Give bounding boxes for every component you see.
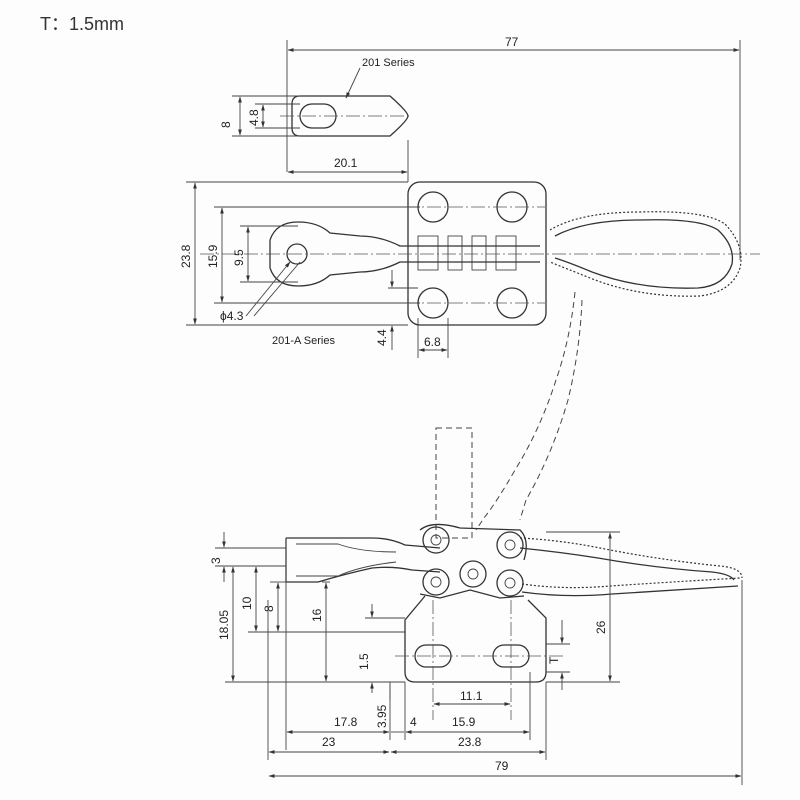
dim-11-1: 11.1 (460, 689, 483, 703)
open-position-arm (435, 427, 473, 539)
dim-thickness-t: T (547, 656, 561, 664)
dim-15-9-horizontal: 15.9 (452, 715, 476, 729)
dim-3-95: 3.95 (375, 704, 389, 728)
side-clamp-arm (286, 537, 441, 549)
thickness-note: T：1.5mm (40, 14, 124, 34)
dim-18-05: 18.05 (217, 610, 231, 640)
dim-4-4: 4.4 (375, 329, 389, 346)
dim-17-8: 17.8 (334, 715, 358, 729)
dim-23-8-vertical: 23.8 (179, 244, 193, 268)
dim-8-side: 8 (262, 605, 276, 612)
dim-10: 10 (240, 596, 254, 610)
dim-8: 8 (219, 121, 233, 128)
dim-hole-diameter: ϕ4.3 (220, 309, 244, 323)
dim-15-9-vertical: 15.9 (206, 244, 220, 268)
dim-1-5: 1.5 (357, 653, 371, 670)
handle-grip (549, 211, 742, 297)
clamp-arm (269, 221, 540, 247)
base-plate (407, 181, 547, 326)
dim-4: 4 (410, 715, 417, 729)
pivot-pin (496, 569, 524, 597)
dim-79: 79 (495, 759, 509, 773)
dim-26: 26 (594, 620, 608, 634)
top-view: 201 Series 201-A Series 77 8 4.8 20.1 23… (179, 35, 760, 358)
dim-16: 16 (310, 608, 324, 622)
dim-4-8: 4.8 (247, 109, 261, 126)
series-201-label: 201 Series (362, 57, 415, 69)
dim-77: 77 (505, 35, 519, 49)
pivot-pin (459, 560, 487, 588)
series-201a-label: 201-A Series (272, 335, 335, 347)
dim-23: 23 (322, 735, 336, 749)
side-base (404, 595, 547, 683)
side-handle-grip (519, 537, 743, 579)
dim-9-5: 9.5 (232, 249, 246, 266)
dim-6-8: 6.8 (424, 335, 441, 349)
open-position-handle (475, 291, 576, 531)
dim-23-8-horizontal: 23.8 (458, 735, 482, 749)
hinge-block (417, 235, 439, 271)
dim-3: 3 (209, 557, 223, 564)
side-view: 3 18.05 10 8 16 1.5 3.95 26 (209, 291, 743, 785)
pivot-pin (422, 526, 450, 554)
pivot-pin (422, 568, 450, 596)
dim-20-1: 20.1 (334, 156, 358, 170)
pivot-pin (496, 531, 524, 559)
